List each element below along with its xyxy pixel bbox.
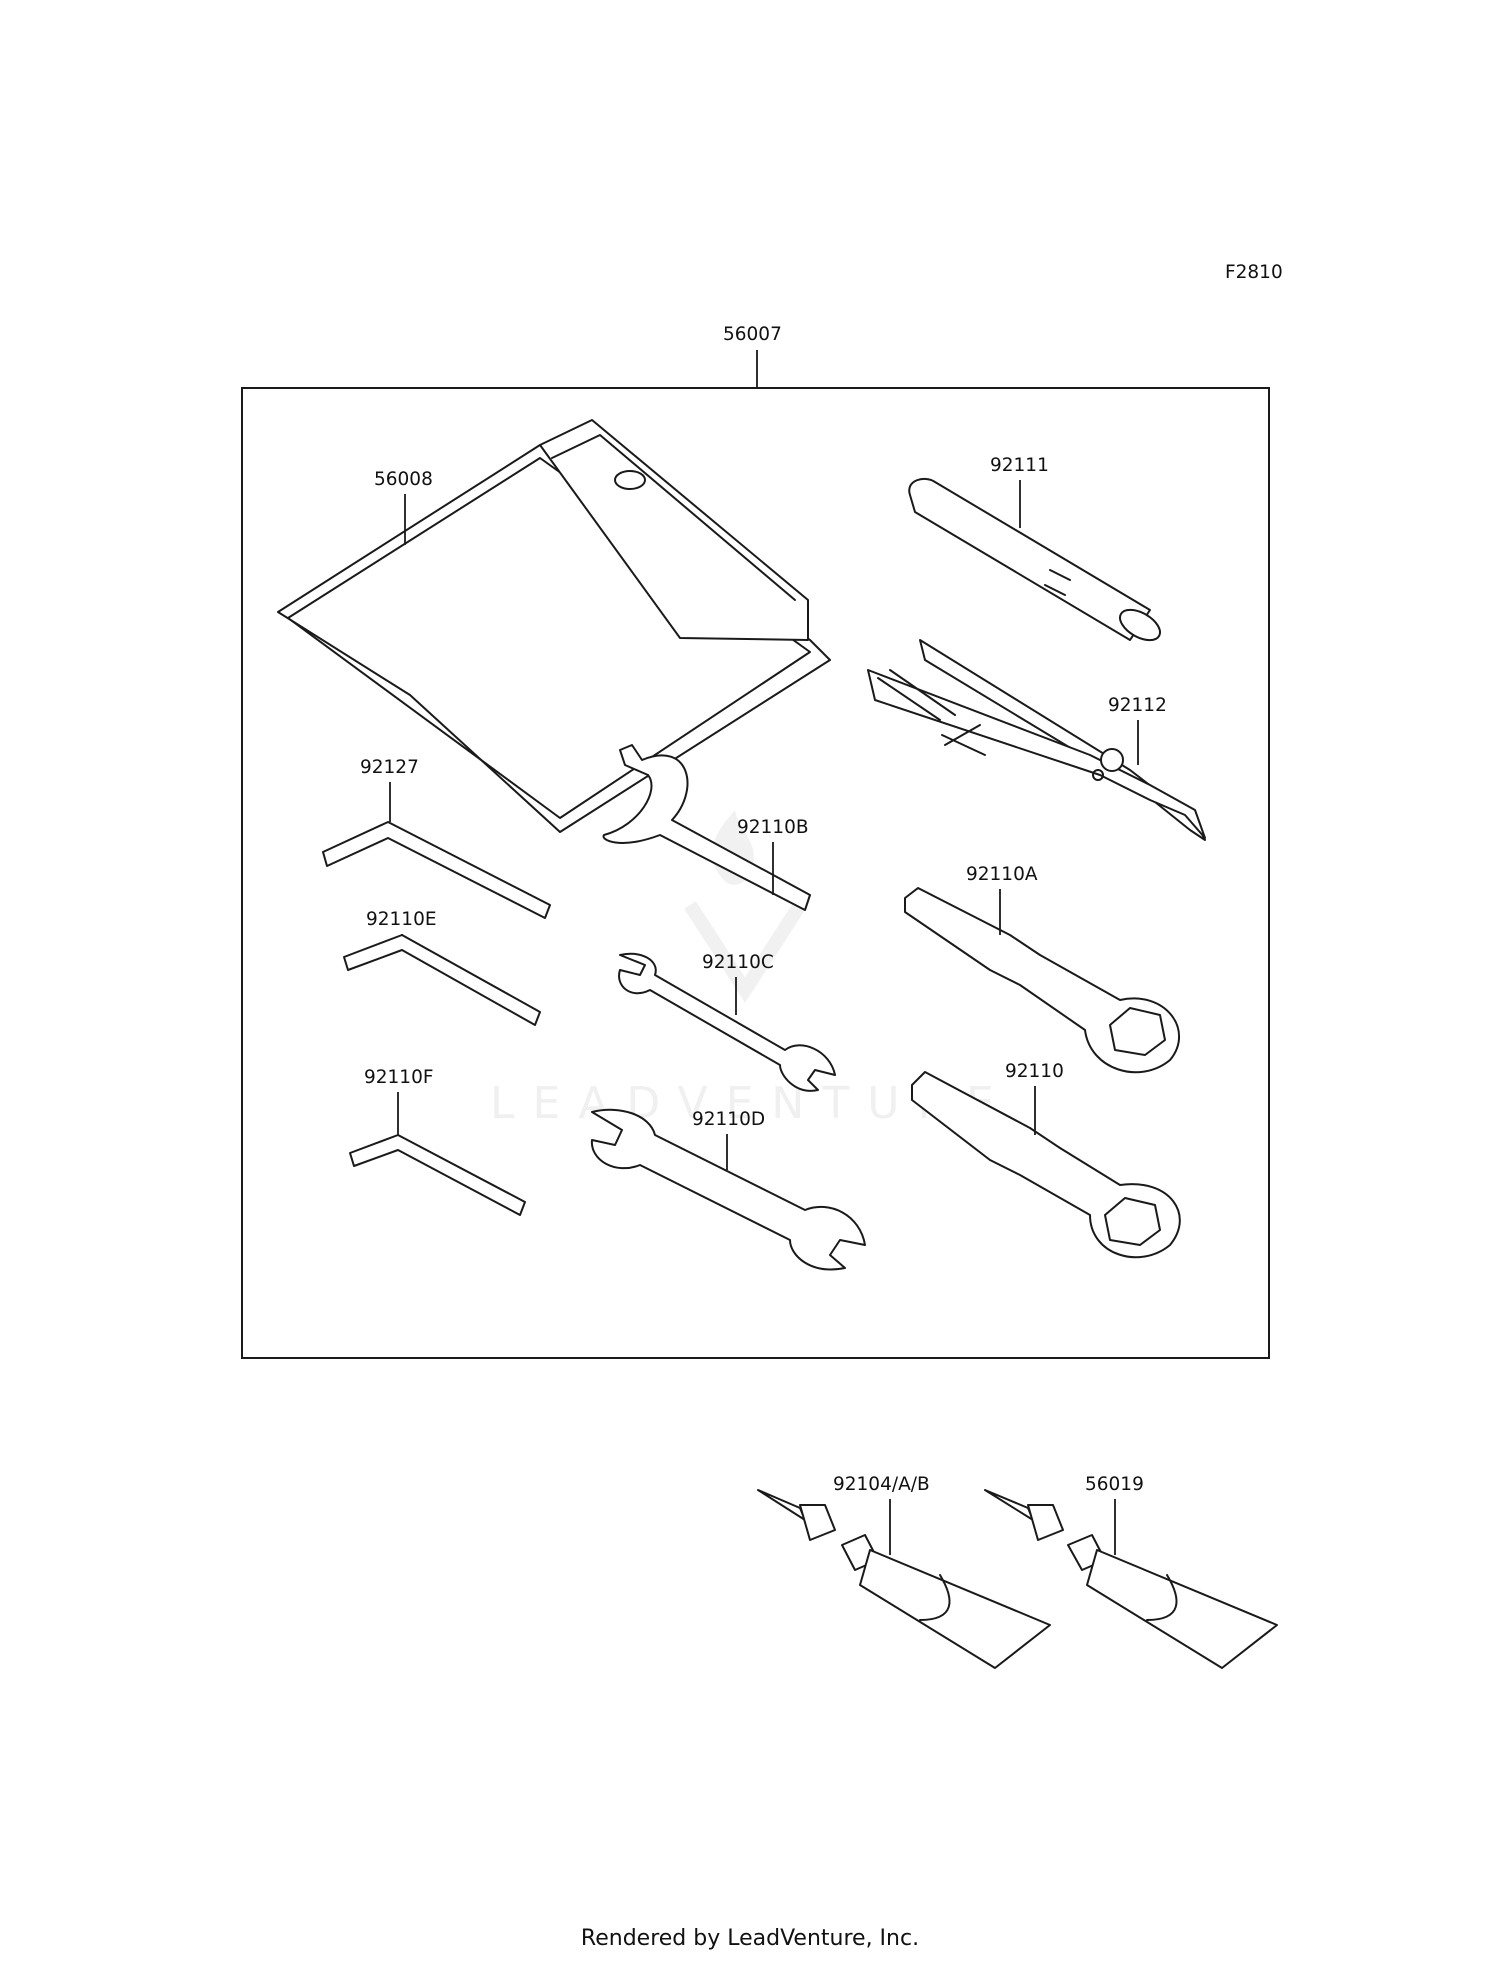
hex-wrench-92127[interactable] xyxy=(322,821,551,919)
label-pipe[interactable]: 92111 xyxy=(990,455,1049,476)
extension-pipe[interactable] xyxy=(908,477,1165,647)
grease-tube-2[interactable] xyxy=(984,1489,1278,1669)
hex-wrench-92110F[interactable] xyxy=(349,1134,526,1216)
hex-wrench-92110E[interactable] xyxy=(343,934,541,1026)
grease-tube-1[interactable] xyxy=(757,1489,1051,1669)
label-hex-wrench-3[interactable]: 92110F xyxy=(364,1067,434,1088)
hook-wrench[interactable] xyxy=(602,744,811,911)
label-case[interactable]: 56008 xyxy=(374,469,433,490)
tool-kit-frame xyxy=(241,387,1270,1359)
label-open-wrench-large[interactable]: 92110D xyxy=(692,1109,765,1130)
figure-code: F2810 xyxy=(1225,262,1283,283)
tool-case[interactable] xyxy=(277,419,831,833)
pliers[interactable] xyxy=(867,639,1206,841)
label-kit[interactable]: 56007 xyxy=(723,324,782,345)
footer-credit: Rendered by LeadVenture, Inc. xyxy=(580,1926,920,1951)
label-box-wrench[interactable]: 92110 xyxy=(1005,1061,1064,1082)
watermark: LEADVENTURE xyxy=(490,810,1012,1129)
box-wrench-92110[interactable] xyxy=(911,1071,1181,1259)
open-wrench-large[interactable] xyxy=(590,1108,866,1271)
label-tube-2[interactable]: 56019 xyxy=(1085,1474,1144,1495)
label-open-wrench-small[interactable]: 92110C xyxy=(702,952,774,973)
box-wrench-92110A[interactable] xyxy=(904,887,1181,1074)
label-tube-1[interactable]: 92104/A/B xyxy=(833,1474,930,1495)
label-pliers[interactable]: 92112 xyxy=(1108,695,1167,716)
watermark-text: LEADVENTURE xyxy=(490,1078,1012,1129)
label-box-wrench-a[interactable]: 92110A xyxy=(966,864,1038,885)
label-hex-wrench-2[interactable]: 92110E xyxy=(366,909,437,930)
open-wrench-small[interactable] xyxy=(618,952,836,1092)
label-hex-wrench-1[interactable]: 92127 xyxy=(360,757,419,778)
label-hook-wrench[interactable]: 92110B xyxy=(737,817,809,838)
